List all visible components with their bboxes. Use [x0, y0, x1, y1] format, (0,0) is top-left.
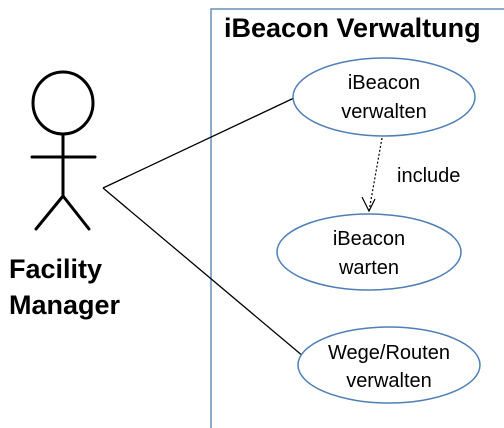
actor-left-leg: [34, 194, 65, 231]
include-dashed-line: [368, 137, 383, 212]
association-line-routes: [102, 187, 311, 363]
use-case-manage-label-line2: verwalten: [341, 101, 427, 123]
actor-right-leg: [61, 194, 91, 231]
use-case-manage-routes: Wege/Routen verwalten: [297, 326, 481, 404]
use-case-routes-label-line1: Wege/Routen: [328, 342, 450, 364]
use-case-routes-label-line2: verwalten: [346, 370, 432, 392]
actor-head: [31, 70, 95, 136]
use-case-maintain-label-line2: warten: [338, 257, 399, 279]
actor-figure: [30, 70, 97, 231]
use-case-maintain-ellipse: [276, 213, 462, 291]
use-case-manage-label-line1: iBeacon: [348, 72, 420, 94]
include-relationship: [361, 137, 383, 213]
actor-label-line2: Manager: [9, 290, 121, 320]
use-case-maintain-label-line1: iBeacon: [333, 228, 405, 250]
system-title: iBeacon Verwaltung: [224, 13, 481, 43]
system-boundary: [210, 8, 504, 428]
include-arrowhead: [361, 196, 376, 213]
use-case-manage-ibeacon: iBeacon verwalten: [292, 57, 476, 137]
actor-label-line1: Facility: [9, 254, 102, 284]
use-case-maintain-ibeacon: iBeacon warten: [276, 213, 462, 291]
use-case-routes-ellipse: [297, 326, 481, 404]
include-label: include: [397, 165, 460, 187]
use-case-manage-ellipse: [292, 57, 476, 137]
association-line-manage: [102, 97, 295, 189]
